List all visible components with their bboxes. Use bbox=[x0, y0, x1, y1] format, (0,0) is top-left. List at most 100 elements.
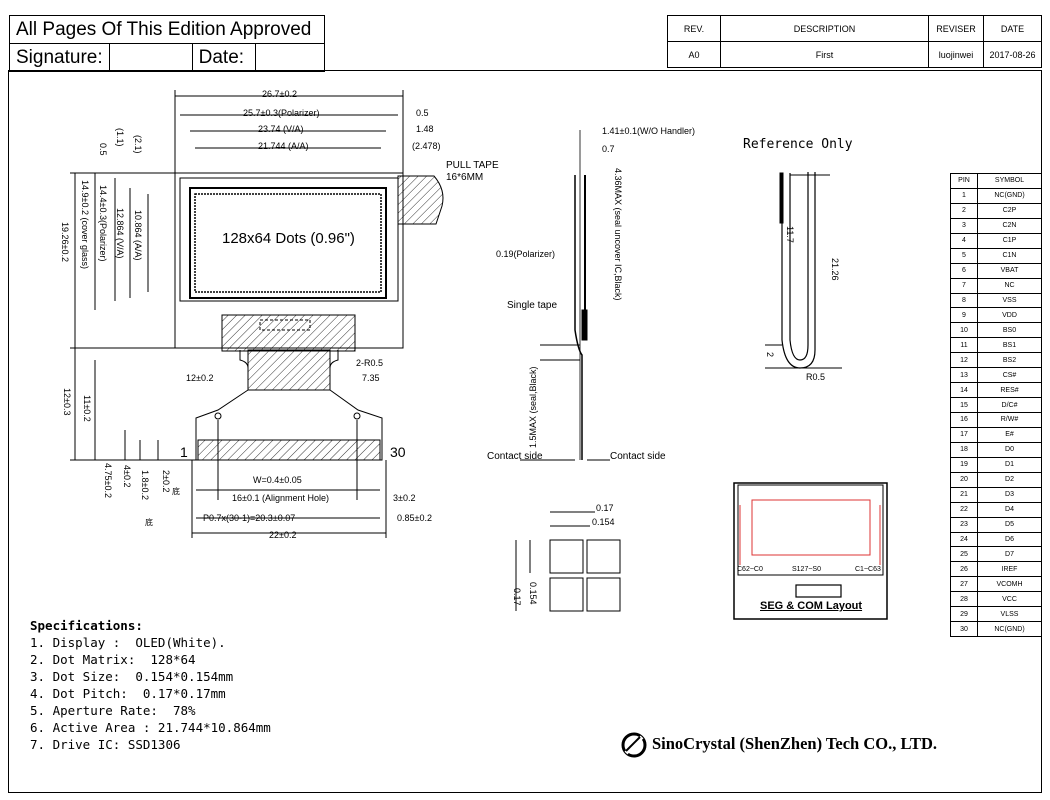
pin-number: 9 bbox=[950, 307, 978, 324]
dim-width-aa: 21.744 (A/A) bbox=[258, 141, 309, 151]
spec-item: 5. Aperture Rate: 78% bbox=[30, 703, 196, 718]
pin-number: 25 bbox=[950, 546, 978, 563]
pin-header: PIN bbox=[950, 173, 978, 189]
dim-tail-735: 7.35 bbox=[362, 373, 380, 383]
company-logo-icon bbox=[621, 732, 647, 758]
polarizer-outline bbox=[179, 177, 399, 302]
dim-h-12: 12±0.3 bbox=[62, 388, 72, 416]
contact-pins bbox=[197, 439, 381, 461]
spec-item: 1. Display : OLED(White). bbox=[30, 635, 226, 650]
pin-symbol: C2P bbox=[977, 202, 1042, 219]
dim-width-va: 23.74 (V/A) bbox=[258, 124, 304, 134]
dim-height-va: 12.864 (V/A) bbox=[115, 208, 125, 259]
pin-symbol: VBAT bbox=[977, 262, 1042, 279]
dot-cell bbox=[586, 577, 621, 612]
drawing-frame bbox=[8, 70, 1042, 793]
pin-symbol: D4 bbox=[977, 501, 1042, 518]
pin-number: 23 bbox=[950, 516, 978, 533]
pin-number: 24 bbox=[950, 531, 978, 548]
pin-symbol: VCOMH bbox=[977, 576, 1042, 593]
pin-number: 6 bbox=[950, 262, 978, 279]
dim-height-cover: 14.9±0.2 (cover glass) bbox=[80, 180, 90, 269]
dim-dot-v017: 0.17 bbox=[512, 588, 522, 606]
dim-tail-12: 12±0.2 bbox=[186, 373, 214, 383]
dim-h-18: 1.8±0.2 bbox=[140, 470, 150, 500]
dim-handler: 1.41±0.1(W/O Handler) bbox=[602, 126, 695, 136]
date-field[interactable] bbox=[254, 43, 326, 72]
dim-2126: 21.26 bbox=[830, 258, 840, 281]
signature-label: Signature: bbox=[9, 43, 110, 72]
pin-symbol: CS# bbox=[977, 367, 1042, 384]
pin-symbol: D6 bbox=[977, 531, 1042, 548]
dim-width-total: 26.7±0.2 bbox=[262, 89, 297, 99]
single-tape-label: Single tape bbox=[507, 300, 558, 311]
dim-dot-0154: 0.154 bbox=[592, 517, 615, 527]
spec-item: 4. Dot Pitch: 0.17*0.17mm bbox=[30, 686, 226, 701]
pin-symbol: D0 bbox=[977, 441, 1042, 458]
dim-05: 0.5 bbox=[416, 108, 429, 118]
pin-number: 29 bbox=[950, 606, 978, 623]
pin-number: 2 bbox=[950, 202, 978, 219]
pin-symbol: BS0 bbox=[977, 322, 1042, 339]
dim-height-polarizer: 14.4±0.3(Polarizer) bbox=[98, 185, 108, 262]
pull-tape bbox=[397, 175, 444, 225]
pin-symbol: IREF bbox=[977, 561, 1042, 578]
pin-symbol: RES# bbox=[977, 382, 1042, 399]
specs-heading: Specifications: bbox=[30, 618, 143, 633]
rev-header: REV. bbox=[667, 15, 721, 42]
layout-caption: SEG & COM Layout bbox=[760, 600, 863, 612]
display-label: 128x64 Dots (0.96") bbox=[222, 230, 355, 247]
date-label: Date: bbox=[191, 43, 256, 72]
specifications: Specifications: 1. Display : OLED(White)… bbox=[30, 617, 271, 753]
reviser-value: luojinwei bbox=[928, 41, 984, 68]
pin-number: 17 bbox=[950, 426, 978, 443]
pin-number: 14 bbox=[950, 382, 978, 399]
pin-number: 28 bbox=[950, 591, 978, 608]
pin-number: 19 bbox=[950, 456, 978, 473]
pin-number: 15 bbox=[950, 397, 978, 413]
pin-symbol: VLSS bbox=[977, 606, 1042, 623]
dim-h-2: 2±0.2 bbox=[161, 470, 171, 493]
pin-symbol: C1N bbox=[977, 247, 1042, 264]
pin-symbol: NC(GND) bbox=[977, 187, 1042, 204]
viewing-area bbox=[189, 187, 387, 299]
pull-tape-size: 16*6MM bbox=[446, 172, 484, 183]
pin-number: 27 bbox=[950, 576, 978, 593]
dim-2478: (2.478) bbox=[412, 141, 441, 151]
pin-symbol: VDD bbox=[977, 307, 1042, 324]
reviser-header: REVISER bbox=[928, 15, 984, 42]
spec-item: 6. Active Area : 21.744*10.864mm bbox=[30, 720, 271, 735]
spec-item: 7. Drive IC: SSD1306 bbox=[30, 737, 181, 752]
pin-number: 7 bbox=[950, 277, 978, 294]
dim-h-4: 4±0.2 bbox=[122, 465, 132, 488]
dim-side-07: 0.7 bbox=[602, 144, 615, 154]
pin-symbol: C1P bbox=[977, 232, 1042, 249]
reference-title: Reference Only bbox=[743, 137, 853, 152]
dim-left-21: (2.1) bbox=[133, 135, 143, 154]
pull-tape-label: PULL TAPE bbox=[446, 160, 499, 171]
approval-block: All Pages Of This Edition Approved Signa… bbox=[9, 15, 326, 72]
dim-left-11: (1.1) bbox=[115, 128, 125, 147]
dim-height-total: 19.26±0.2 bbox=[60, 222, 70, 262]
symbol-header: SYMBOL bbox=[977, 173, 1042, 189]
approval-text: All Pages Of This Edition Approved bbox=[9, 15, 325, 44]
